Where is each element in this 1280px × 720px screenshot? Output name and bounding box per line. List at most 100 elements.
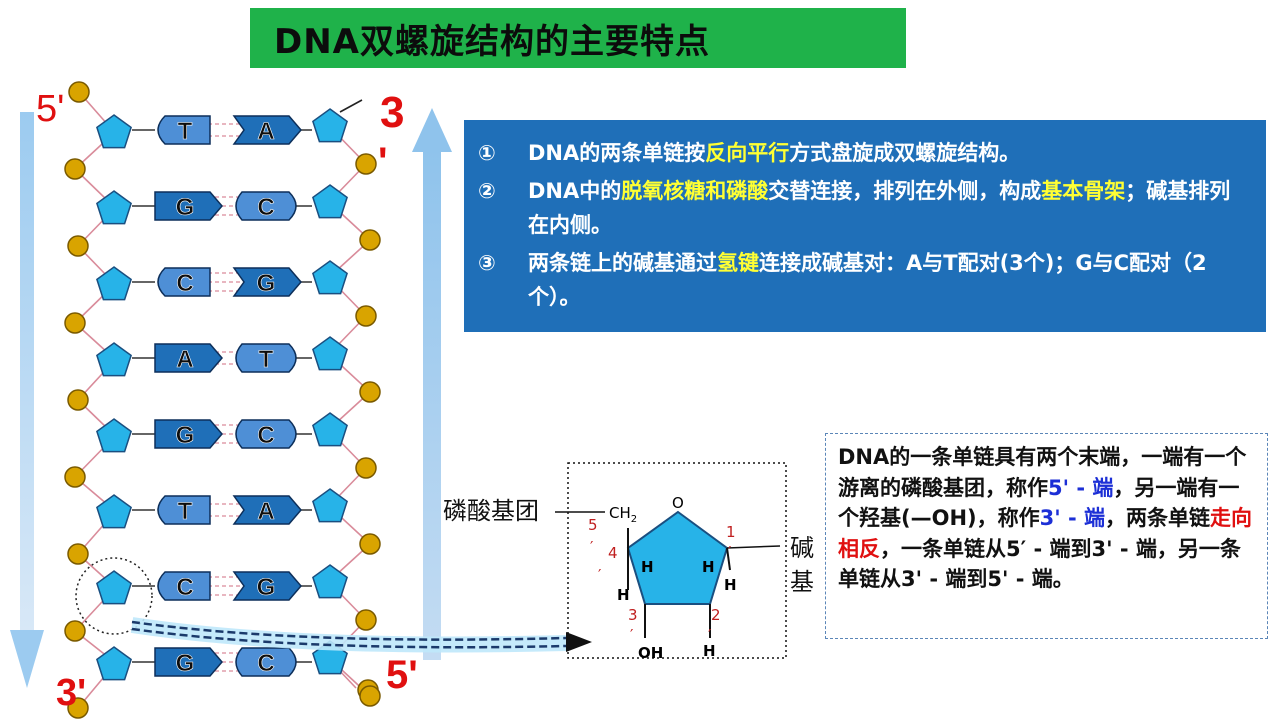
base-left-letter: A — [176, 346, 193, 373]
deoxyribose-right — [312, 488, 348, 523]
base-left — [157, 495, 211, 525]
h-inner-right: H — [702, 558, 715, 576]
phosphate — [67, 389, 89, 411]
highlight-circle — [75, 557, 153, 635]
base-right-letter: A — [257, 498, 274, 525]
deoxyribose-left — [96, 114, 132, 149]
base-right — [235, 419, 297, 449]
carbon-3: 3 — [628, 606, 638, 624]
phosphate — [67, 697, 89, 719]
carbon-2: 2 — [711, 606, 721, 624]
base-right — [232, 571, 302, 601]
base-left-letter: G — [176, 422, 195, 449]
base-right-letter: C — [257, 650, 274, 677]
phosphate — [64, 312, 86, 334]
left-direction-arrow — [10, 112, 44, 688]
carbon-3-prime: ′ — [630, 626, 634, 644]
end-label-top-right-num: 3 — [380, 88, 405, 137]
phosphate — [64, 620, 86, 642]
phosphate-label: 磷酸基团 — [443, 497, 539, 525]
page-title: DNA双螺旋结构的主要特点 — [274, 21, 710, 62]
carbon-4: 4 — [608, 544, 618, 562]
base-right-letter: C — [257, 194, 274, 221]
base-left-letter: G — [176, 194, 195, 221]
deoxyribose-left — [96, 570, 132, 605]
deoxyribose-left — [96, 266, 132, 301]
base-left — [154, 419, 223, 449]
phosphate — [359, 229, 381, 251]
key-point-text: DNA中的脱氧核糖和磷酸交替连接，排列在外侧，构成基本骨架；碱基排列在内侧。 — [528, 179, 1231, 237]
h-bottom: H — [703, 642, 716, 660]
carbon-2-prime: ′ — [708, 626, 712, 644]
base-left — [157, 571, 211, 601]
base-left — [154, 343, 223, 373]
phosphate — [359, 685, 381, 707]
deoxyribose-left — [96, 418, 132, 453]
key-point-number: ① — [478, 141, 496, 165]
base-left-letter: T — [178, 118, 193, 145]
strand-end-note: DNA的一条单链具有两个末端，一端有一个游离的磷酸基团，称作5' - 端，另一端… — [825, 433, 1268, 639]
carbon-5-prime: ′ — [590, 538, 594, 556]
deoxyribose-right — [312, 260, 348, 295]
carbon-1: 1 — [726, 523, 736, 541]
base-left-letter: T — [178, 498, 193, 525]
pointer-arrow — [130, 617, 592, 653]
key-points-box: ① DNA的两条单链按反向平行方式盘旋成双螺旋结构。 ② DNA中的脱氧核糖和磷酸交… — [464, 120, 1266, 332]
phosphate — [355, 457, 377, 479]
phosphate — [359, 381, 381, 403]
deoxyribose-left — [96, 494, 132, 529]
key-point-number: ③ — [478, 251, 496, 275]
carbon-5: 5 — [588, 516, 598, 534]
key-point-2: ② DNA中的脱氧核糖和磷酸交替连接，排列在外侧，构成基本骨架；碱基排列在内侧。 — [478, 174, 1248, 242]
title-bar: DNA双螺旋结构的主要特点 — [250, 8, 906, 68]
base-right-letter: G — [257, 270, 276, 297]
base-right — [235, 191, 297, 221]
phosphate — [64, 466, 86, 488]
base-right-letter: G — [257, 574, 276, 601]
deoxyribose-right — [312, 108, 348, 143]
key-point-text: DNA的两条单链按反向平行方式盘旋成双螺旋结构。 — [528, 141, 1021, 165]
end-label-top-left: 5' — [36, 88, 65, 130]
base-left — [154, 191, 223, 221]
end-label-top-right-prime: ' — [378, 140, 388, 184]
deoxyribose-left — [96, 190, 132, 225]
h-left: H — [617, 586, 630, 604]
base-left — [157, 267, 211, 297]
key-point-number: ② — [478, 179, 496, 203]
end-label-bottom-left: 3' — [56, 672, 87, 714]
base-right — [235, 343, 297, 373]
phosphate — [355, 609, 377, 631]
phosphate — [355, 153, 377, 175]
base-left-letter: G — [176, 650, 195, 677]
base-left — [157, 115, 211, 145]
base-right — [235, 647, 297, 677]
base-right — [232, 115, 302, 145]
phosphate — [359, 533, 381, 555]
phosphate — [64, 158, 86, 180]
deoxyribose-left — [96, 342, 132, 377]
deoxyribose-right — [312, 564, 348, 599]
h-right: H — [724, 576, 737, 594]
deoxyribose-right — [312, 184, 348, 219]
phosphate — [355, 305, 377, 327]
strand-end-tail — [339, 99, 363, 113]
base-right — [232, 267, 302, 297]
deoxyribose-right — [312, 336, 348, 371]
sugar-detail: O CH2 H H H H H OH 1 ′ 2 ′ 3 ′ 4 ′ 5 ′ — [555, 462, 787, 662]
phosphate — [68, 81, 90, 103]
base-right-letter: C — [257, 422, 274, 449]
deoxyribose-ring — [626, 510, 729, 605]
carbon-1-prime: ′ — [728, 543, 732, 561]
base-right-letter: T — [259, 346, 274, 373]
key-point-1: ① DNA的两条单链按反向平行方式盘旋成双螺旋结构。 — [478, 136, 1248, 170]
deoxyribose-right — [312, 412, 348, 447]
base-left — [154, 647, 223, 677]
oh-label: OH — [638, 644, 663, 662]
base-right-letter: A — [257, 118, 274, 145]
ch2-label: CH2 — [609, 504, 637, 525]
base-label: 碱基 — [790, 534, 814, 596]
base-left-letter: C — [176, 270, 193, 297]
